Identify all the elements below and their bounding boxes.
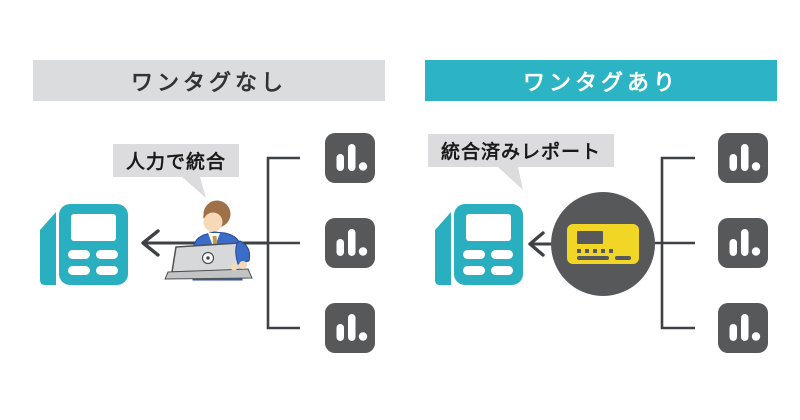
bar-chart-icon	[325, 303, 375, 353]
callout-manual-integration-label: 人力で統合	[126, 152, 227, 173]
bar-chart-icon	[325, 133, 375, 183]
header-without-onetag: ワンタグなし	[33, 60, 385, 101]
diagram-with-onetag	[435, 133, 768, 353]
callout-integrated-report-label: 統合済みレポート	[441, 142, 602, 163]
connector-bracket	[266, 156, 300, 330]
callout-manual-integration: 人力で統合	[113, 144, 240, 198]
diagram-without-onetag	[40, 133, 375, 353]
bar-chart-icon	[718, 218, 768, 268]
bar-chart-icon	[718, 303, 768, 353]
one-tag-device-icon	[551, 192, 655, 296]
callout-tail	[498, 167, 523, 190]
header-with-onetag: ワンタグあり	[425, 60, 777, 101]
report-newspaper-icon	[435, 204, 523, 285]
report-newspaper-icon	[40, 204, 128, 285]
callout-integrated-report: 統合済みレポート	[428, 134, 615, 190]
callout-tail	[182, 177, 206, 198]
person-at-laptop	[164, 200, 253, 281]
bar-chart-icon	[718, 133, 768, 183]
bar-chart-icon	[325, 218, 375, 268]
